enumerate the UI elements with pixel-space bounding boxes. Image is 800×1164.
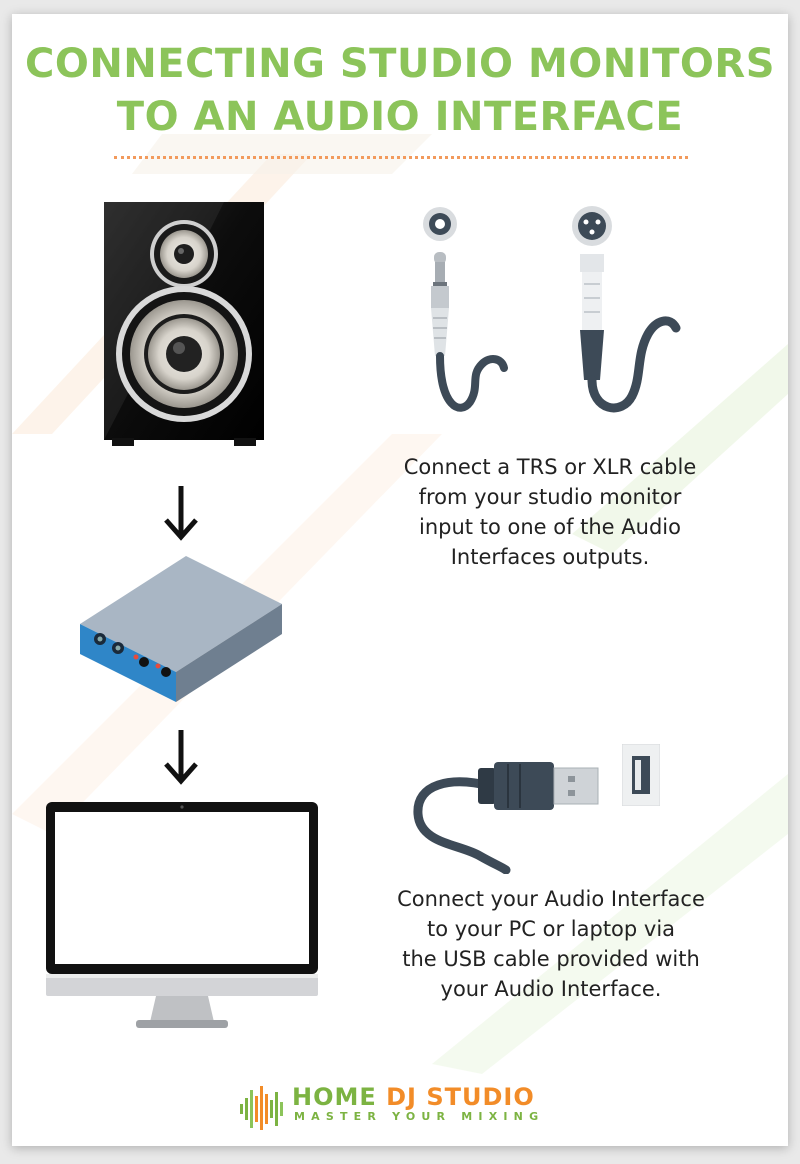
title-line-2: TO AN AUDIO INTERFACE [116, 94, 684, 140]
brand-logo: HOME DJ STUDIO MASTER YOUR MIXING [240, 1082, 560, 1134]
step2-line: Connect your Audio Interface [397, 887, 705, 911]
step2-line: to your PC or laptop via [426, 917, 676, 941]
step2-line: your Audio Interface. [440, 977, 662, 1001]
logo-tagline: MASTER YOUR MIXING [294, 1110, 545, 1123]
infographic-card: CONNECTING STUDIO MONITORS TO AN AUDIO I… [12, 14, 788, 1146]
trs-cable-icon [423, 207, 508, 412]
title-line-1: CONNECTING STUDIO MONITORS [24, 41, 776, 87]
step1-description: Connect a TRS or XLR cable from your stu… [360, 452, 740, 572]
dotted-divider [114, 156, 688, 159]
logo-name: HOME DJ STUDIO [292, 1082, 535, 1112]
step1-line: Interfaces outputs. [450, 545, 650, 569]
arrow-down-icon [164, 730, 198, 785]
step2-description: Connect your Audio Interface to your PC … [356, 884, 746, 1004]
step1-line: input to one of the Audio [419, 515, 681, 539]
audio-interface-icon [80, 556, 282, 702]
speaker-icon [104, 202, 264, 446]
step1-line: Connect a TRS or XLR cable [403, 455, 697, 479]
logo-name-home: HOME [292, 1083, 377, 1111]
step1-line: from your studio monitor [418, 485, 682, 509]
sound-wave-logo-icon [240, 1086, 283, 1130]
arrow-down-icon [164, 486, 198, 541]
step2-line: the USB cable provided with [402, 947, 700, 971]
usb-port-icon [622, 744, 660, 806]
page-title: CONNECTING STUDIO MONITORS TO AN AUDIO I… [12, 38, 788, 144]
xlr-cable-icon [572, 206, 681, 413]
usb-cable-icon [413, 762, 599, 874]
logo-name-djstudio: DJ STUDIO [386, 1083, 535, 1111]
monitor-icon [46, 802, 318, 1028]
